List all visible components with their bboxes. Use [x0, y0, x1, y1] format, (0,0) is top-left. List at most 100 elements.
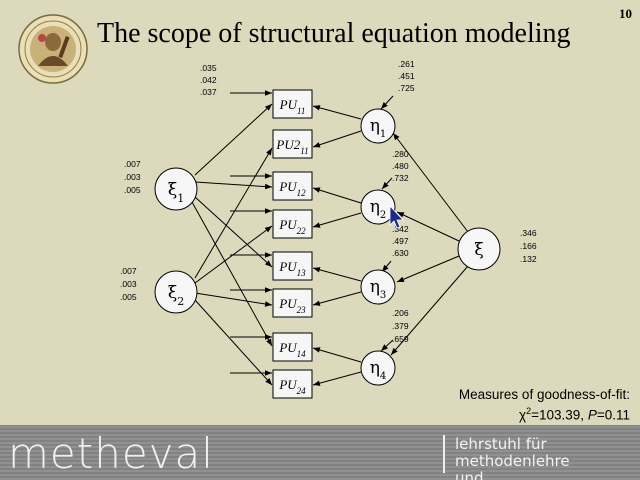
mouse-pointer-icon	[389, 204, 404, 229]
observed-pu14: PU14	[272, 332, 313, 362]
latent-sub: 3	[380, 290, 386, 301]
chi-value: =103.39,	[531, 407, 588, 423]
estimate-value: .042	[200, 75, 217, 85]
estimate-value: .451	[398, 71, 415, 81]
svg-text:ξ1: ξ1	[168, 180, 184, 205]
observed-label: PU	[279, 97, 299, 112]
estimates-eta4: .206 .379 .659	[392, 308, 409, 344]
estimate-value: .261	[398, 59, 415, 69]
gof-stats: χ2=103.39, P=0.11	[459, 403, 630, 424]
observed-pu13: PU13	[272, 251, 313, 281]
latent-eta-factors: η1 η2 η3 η4	[360, 108, 396, 386]
svg-text:PU24: PU24	[278, 377, 306, 396]
observed-pu12: PU12	[272, 171, 313, 201]
svg-text:PU23: PU23	[278, 296, 306, 315]
estimate-value: .342	[392, 224, 409, 234]
estimate-value: .659	[392, 334, 409, 344]
estimate-value: .003	[120, 279, 137, 289]
estimate-value: .346	[520, 228, 537, 238]
observed-sub: 24	[297, 386, 307, 396]
latent-xi-general: ξ	[457, 227, 501, 271]
latent-xi2: ξ2	[154, 270, 198, 314]
observed-sub: 13	[297, 268, 307, 278]
footer-line-2: und evaluationsforschung	[455, 469, 484, 480]
observed-sub: 11	[300, 146, 308, 156]
estimate-value: .166	[520, 241, 537, 251]
estimates-pu11-top: .035 .042 .037	[200, 63, 217, 97]
estimate-value: .035	[200, 63, 217, 73]
estimate-value: .480	[392, 161, 409, 171]
p-value: =0.11	[596, 407, 630, 423]
latent-eta3: η3	[360, 269, 396, 305]
estimate-value: .379	[392, 321, 409, 331]
observed-sub: 14	[297, 349, 307, 359]
svg-text:PU211: PU211	[275, 137, 308, 156]
observed-pu2-11: PU211	[272, 129, 313, 159]
slide-title: The scope of structural equation modelin…	[97, 18, 571, 49]
observed-label: PU	[278, 217, 298, 232]
observed-label: PU	[278, 377, 298, 392]
estimate-value: .497	[392, 236, 409, 246]
chi-symbol: χ	[519, 407, 527, 423]
latent-symbol: η	[370, 116, 380, 136]
svg-text:η3: η3	[370, 277, 387, 301]
university-seal-icon	[18, 14, 88, 84]
latent-sub: 2	[380, 210, 386, 221]
estimates-eta1: .261 .451 .725	[398, 59, 415, 93]
path-lines	[191, 90, 469, 386]
svg-text:η2: η2	[370, 197, 387, 221]
latent-eta1: η1	[360, 108, 396, 144]
gof-heading: Measures of goodness-of-fit:	[458, 387, 630, 402]
estimates-xi2: .007 .003 .005	[120, 266, 137, 302]
estimate-value: .732	[392, 173, 409, 183]
latent-xi-factors: ξ1 ξ2	[154, 167, 198, 314]
observed-sub: 11	[297, 106, 305, 116]
latent-xi1: ξ1	[154, 167, 198, 211]
latent-eta4: η4	[360, 350, 396, 386]
svg-text:η4: η4	[370, 358, 387, 382]
footer-line-1: lehrstuhl für methodenlehre	[455, 435, 570, 470]
observed-pu11: PU11	[272, 89, 313, 119]
sem-path-diagram: PU11 PU211 PU12 PU22 PU13 PU23	[120, 59, 537, 399]
observed-label: PU2	[275, 137, 300, 152]
latent-sub: 1	[177, 192, 184, 205]
latent-eta2: η2	[360, 189, 396, 225]
latent-sub: 4	[380, 371, 386, 382]
observed-sub: 23	[297, 305, 307, 315]
observed-pu22: PU22	[272, 209, 313, 239]
observed-label: PU	[278, 179, 298, 194]
estimates-eta3: .342 .497 .630	[392, 224, 409, 258]
estimate-value: .280	[392, 149, 409, 159]
goodness-of-fit: Measures of goodness-of-fit: χ2=103.39, …	[459, 386, 630, 424]
observed-pu24: PU24	[272, 369, 313, 399]
brand-logo-text: metheval	[8, 429, 214, 478]
latent-symbol: ξ	[474, 240, 483, 260]
latent-symbol: η	[370, 277, 380, 297]
observed-sub: 12	[297, 188, 307, 198]
estimate-value: .007	[124, 159, 141, 169]
observed-variables: PU11 PU211 PU12 PU22 PU13 PU23	[272, 89, 313, 399]
svg-text:η1: η1	[370, 116, 387, 140]
latent-symbol: ξ	[168, 180, 177, 200]
svg-text:PU11: PU11	[279, 97, 306, 116]
estimate-value: .005	[124, 185, 141, 195]
observed-sub: 22	[297, 226, 307, 236]
page-number: 10	[619, 6, 632, 21]
estimate-value: .005	[120, 292, 137, 302]
chi-exponent: 2	[526, 406, 532, 416]
svg-text:PU13: PU13	[278, 259, 306, 278]
estimate-value: .132	[520, 254, 537, 264]
estimate-value: .725	[398, 83, 415, 93]
latent-sub: 2	[177, 295, 184, 308]
svg-text:PU12: PU12	[278, 179, 306, 198]
estimates-eta2: .280 .480 .732	[392, 149, 409, 183]
footer-banner: metheval lehrstuhl für methodenlehre und…	[0, 425, 640, 480]
latent-symbol: ξ	[168, 283, 177, 303]
estimate-value: .630	[392, 248, 409, 258]
observed-label: PU	[278, 296, 298, 311]
svg-text:PU14: PU14	[278, 340, 306, 359]
estimate-value: .206	[392, 308, 409, 318]
latent-symbol: η	[370, 358, 380, 378]
footer-subtitle: lehrstuhl für methodenlehre und evaluati…	[455, 436, 640, 480]
